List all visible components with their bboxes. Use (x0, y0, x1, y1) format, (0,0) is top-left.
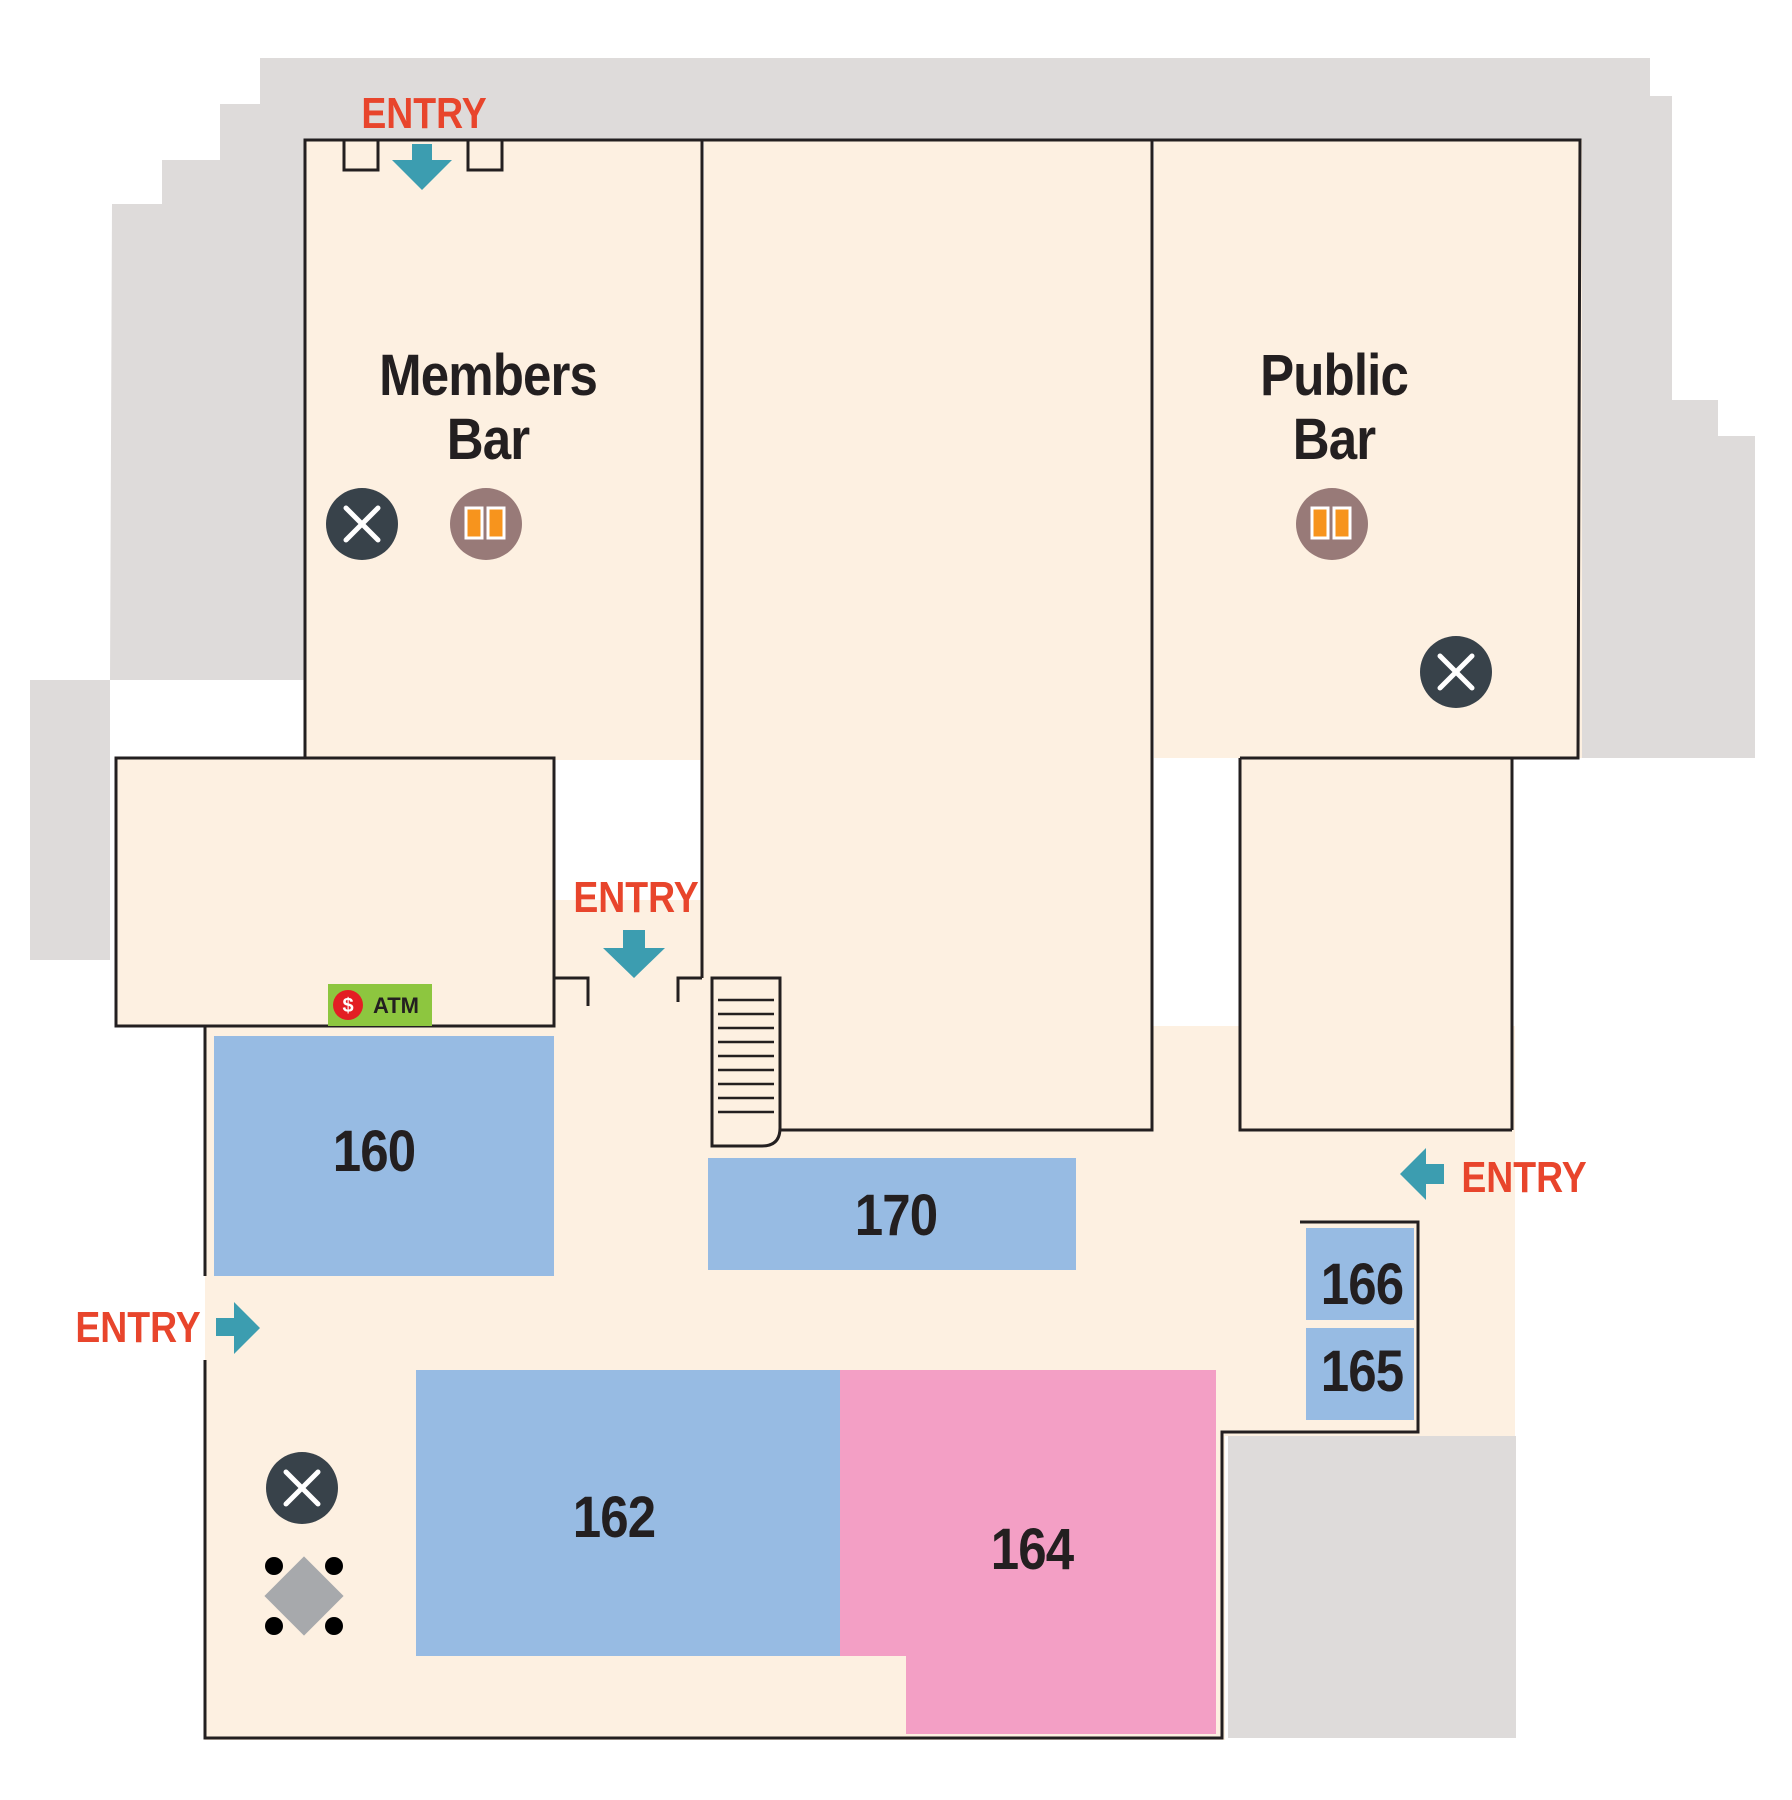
atm-sign (328, 984, 432, 1026)
outside-area (30, 58, 1755, 1738)
dining-icon-public (1420, 636, 1492, 708)
room-170 (708, 1158, 1076, 1270)
entry-middle-arrow-icon (603, 930, 665, 978)
room-164-label: 164 (990, 1517, 1074, 1582)
members-bar-line1: Members (379, 343, 598, 408)
room-160-label: 160 (332, 1119, 416, 1184)
room-165 (1306, 1328, 1414, 1420)
atm-label: ATM (372, 993, 420, 1018)
room-162 (416, 1370, 840, 1656)
public-bar-line1: Public (1260, 343, 1409, 408)
beer-glasses-icon-public (1296, 488, 1368, 560)
room-166-label: 166 (1320, 1252, 1404, 1317)
atm-dollar-symbol: $ (342, 995, 354, 1017)
room-166 (1306, 1228, 1414, 1320)
beer-glasses-icon-members (450, 488, 522, 560)
members-bar-label: Members Bar (379, 343, 598, 472)
table-chairs-icon (264, 1556, 344, 1636)
public-bar-line2: Bar (1292, 407, 1376, 472)
dining-icon-members (326, 488, 398, 560)
entry-right-label: ENTRY (1461, 1153, 1587, 1202)
public-bar-label: Public Bar (1260, 343, 1409, 472)
room-164 (840, 1370, 1216, 1734)
dining-icon-lower (266, 1452, 338, 1524)
members-bar-line2: Bar (446, 407, 530, 472)
entry-left-label: ENTRY (75, 1303, 201, 1352)
entry-middle-label: ENTRY (573, 873, 699, 922)
room-165-label: 165 (1320, 1339, 1404, 1404)
entry-left-arrow-icon (216, 1302, 260, 1354)
walls (114, 138, 1582, 1740)
room-170-label: 170 (854, 1183, 938, 1248)
room-162-label: 162 (572, 1485, 656, 1550)
entry-top-arrow-icon (392, 144, 452, 190)
room-160 (214, 1036, 554, 1276)
staircase (710, 976, 782, 1148)
entry-top-label: ENTRY (361, 89, 487, 138)
entry-right-arrow-icon (1400, 1148, 1444, 1200)
